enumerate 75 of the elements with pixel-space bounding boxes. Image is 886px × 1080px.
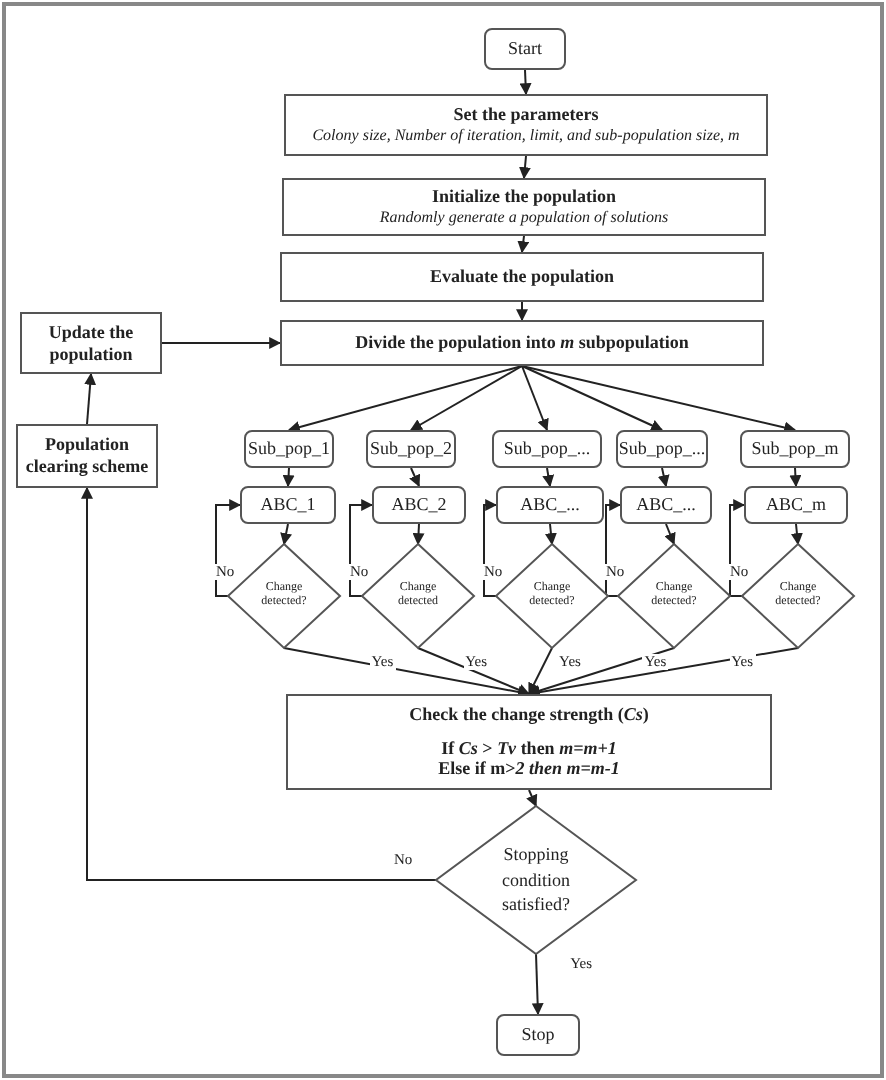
arrow: [517, 235, 530, 254]
arrow: [657, 467, 670, 488]
node-label: Stop: [521, 1024, 555, 1046]
arrow: [519, 69, 532, 96]
arrow: [280, 523, 292, 546]
arrow: [417, 647, 531, 696]
arrow: [544, 523, 557, 546]
process-box: [280, 252, 764, 302]
arrow: [349, 499, 374, 597]
arrow: [81, 486, 437, 881]
node-label: Update the population: [46, 321, 136, 365]
rounded-box: [616, 430, 708, 468]
node-label: Divide the population into m subpopulation: [355, 332, 689, 354]
arrow: [531, 953, 544, 1016]
process-box: [284, 94, 768, 156]
arrow: [215, 499, 242, 597]
process-box: [282, 178, 766, 236]
arrow: [483, 499, 498, 597]
node-label: Set the parameters: [453, 104, 599, 127]
rounded-box: [240, 486, 336, 524]
arrow: [729, 499, 746, 597]
node-label: Stopping condition satisfied?: [500, 842, 572, 918]
node-label: Start: [508, 38, 542, 60]
arrow: [605, 499, 622, 597]
rounded-box: [492, 430, 602, 468]
arrow: [516, 301, 528, 322]
node-description: Colony size, Number of iteration, limit, and sub-population size, m: [312, 126, 740, 146]
node-label: Population clearing scheme: [23, 434, 151, 478]
process-box: [20, 312, 162, 374]
process-box: [16, 424, 158, 488]
arrow: [790, 523, 803, 546]
process-box: [280, 320, 764, 366]
node-label: Evaluate the population: [429, 266, 615, 288]
arrow: [412, 523, 425, 546]
node-label: Initialize the population: [431, 186, 616, 209]
arrow: [526, 789, 538, 808]
rounded-box: [744, 486, 848, 524]
node-description: Randomly generate a population of solutions: [379, 208, 669, 228]
decision-diamond: [436, 806, 636, 954]
arrow: [282, 467, 295, 488]
rounded-box: [496, 1014, 580, 1056]
arrow: [664, 523, 676, 546]
arrow: [542, 467, 555, 488]
node-label: ABC_...: [520, 494, 580, 516]
node-label: ABC_2: [391, 494, 447, 516]
rounded-box: [244, 430, 334, 468]
node-label: ABC_1: [260, 494, 316, 516]
arrow: [409, 467, 421, 488]
node-description: Else if m>2 then m=m-1: [438, 758, 620, 781]
node-label: ABC_...: [636, 494, 696, 516]
arrow: [528, 647, 553, 696]
arrow: [789, 467, 802, 488]
rounded-box: [620, 486, 712, 524]
process-box: [286, 694, 772, 790]
node-label: Sub_pop_...: [503, 438, 591, 460]
node-label: Sub_pop_2: [369, 438, 452, 460]
arrow: [521, 365, 664, 431]
node-label: Sub_pop_...: [618, 438, 706, 460]
arrow: [161, 337, 282, 349]
arrow: [521, 365, 797, 434]
arrow: [521, 365, 549, 432]
node-label: Check the change strength (Cs): [409, 703, 649, 726]
rounded-box: [496, 486, 604, 524]
rounded-box: [484, 28, 566, 70]
arrow: [409, 365, 523, 431]
arrow: [287, 365, 523, 433]
node-label: Sub_pop_m: [751, 438, 839, 460]
rounded-box: [740, 430, 850, 468]
rounded-box: [372, 486, 466, 524]
node-description: If Cs > Tv then m=m+1: [441, 737, 617, 759]
arrow: [519, 155, 531, 180]
arrow: [84, 372, 97, 425]
rounded-box: [366, 430, 456, 468]
node-label: Sub_pop_1: [247, 438, 330, 460]
node-label: ABC_m: [765, 494, 826, 516]
